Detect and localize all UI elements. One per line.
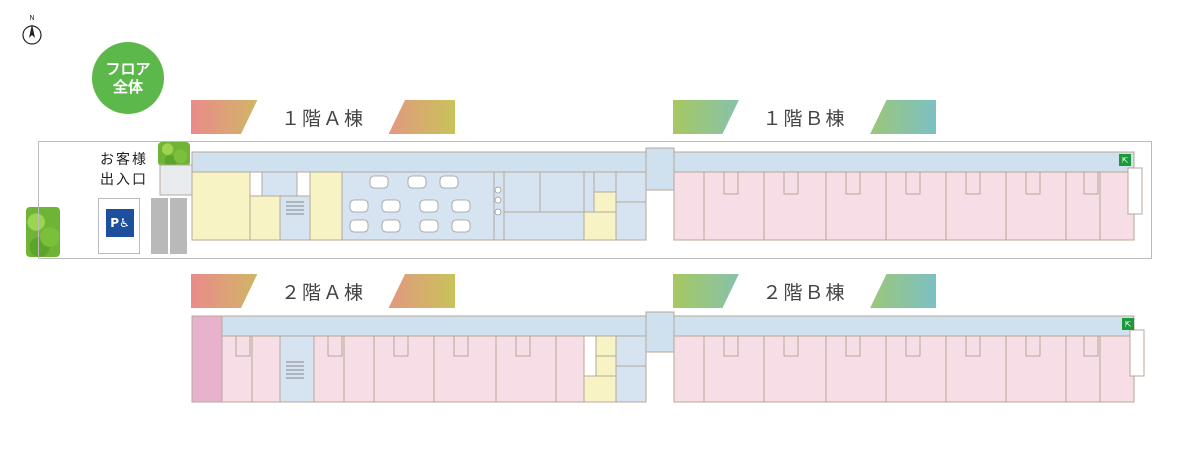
banner-1f-a-label: １階Ａ棟 bbox=[240, 100, 405, 134]
north-compass: N bbox=[18, 14, 46, 48]
accessible-parking-icon: P♿ bbox=[106, 209, 134, 237]
badge-line1: フロア bbox=[105, 60, 151, 78]
banner-2f-b-label: ２階Ｂ棟 bbox=[722, 274, 887, 308]
banner-1f-b-label: １階Ｂ棟 bbox=[722, 100, 887, 134]
emergency-exit-icon: ⇱ bbox=[1122, 318, 1134, 330]
banner-1f-a-building[interactable]: １階Ａ棟 bbox=[191, 100, 455, 134]
floor-1-b-rooms bbox=[703, 167, 1143, 240]
accessible-parking: P♿ bbox=[98, 198, 140, 254]
compass-icon bbox=[22, 24, 42, 45]
floor-1-plan bbox=[159, 147, 1135, 241]
parking-spaces bbox=[151, 198, 189, 254]
customer-entrance-label: お客様 出入口 bbox=[86, 150, 148, 190]
compass-label: N bbox=[29, 14, 35, 22]
tree-icon bbox=[26, 207, 60, 257]
entrance-line2: 出入口 bbox=[100, 172, 148, 188]
banner-1f-b-building[interactable]: １階Ｂ棟 bbox=[673, 100, 936, 134]
emergency-exit-icon: ⇱ bbox=[1119, 154, 1131, 166]
stairs-icon bbox=[286, 201, 304, 379]
tree-icon bbox=[158, 142, 190, 166]
site-boundary bbox=[38, 141, 1152, 259]
banner-2f-b-building[interactable]: ２階Ｂ棟 bbox=[673, 274, 936, 308]
banner-2f-a-building[interactable]: ２階Ａ棟 bbox=[191, 274, 455, 308]
floor-2-plan bbox=[191, 311, 1135, 403]
floor-overall-badge[interactable]: フロア 全体 bbox=[92, 42, 164, 114]
floor-2-rooms bbox=[235, 329, 1145, 402]
entrance-line1: お客様 bbox=[100, 152, 148, 168]
badge-line2: 全体 bbox=[112, 78, 143, 96]
banner-2f-a-label: ２階Ａ棟 bbox=[240, 274, 405, 308]
dining-tables bbox=[349, 175, 502, 233]
